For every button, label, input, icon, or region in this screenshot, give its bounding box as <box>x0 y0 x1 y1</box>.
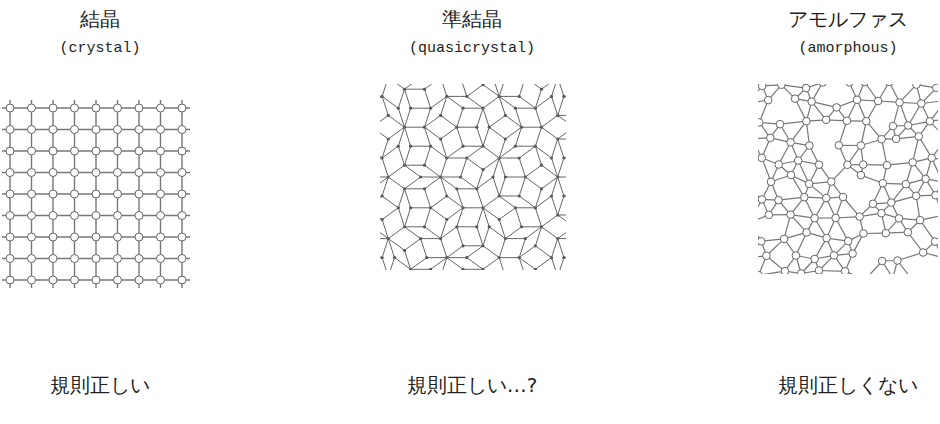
panel-title: アモルファス <box>788 6 908 33</box>
panel-caption: 規則正しい <box>50 372 150 399</box>
panel-title: 結晶 <box>80 6 120 33</box>
panel-title: 準結晶 <box>442 6 502 33</box>
crystal-lattice <box>2 100 190 288</box>
panel-caption: 規則正しい…? <box>407 372 538 399</box>
panel-subtitle: (quasicrystal) <box>409 40 535 57</box>
panel-subtitle: (crystal) <box>59 40 140 57</box>
amorphous-network <box>758 84 938 274</box>
panel-subtitle: (amorphous) <box>798 40 897 57</box>
quasicrystal-tiling <box>380 84 566 270</box>
panel-caption: 規則正しくない <box>778 372 918 399</box>
